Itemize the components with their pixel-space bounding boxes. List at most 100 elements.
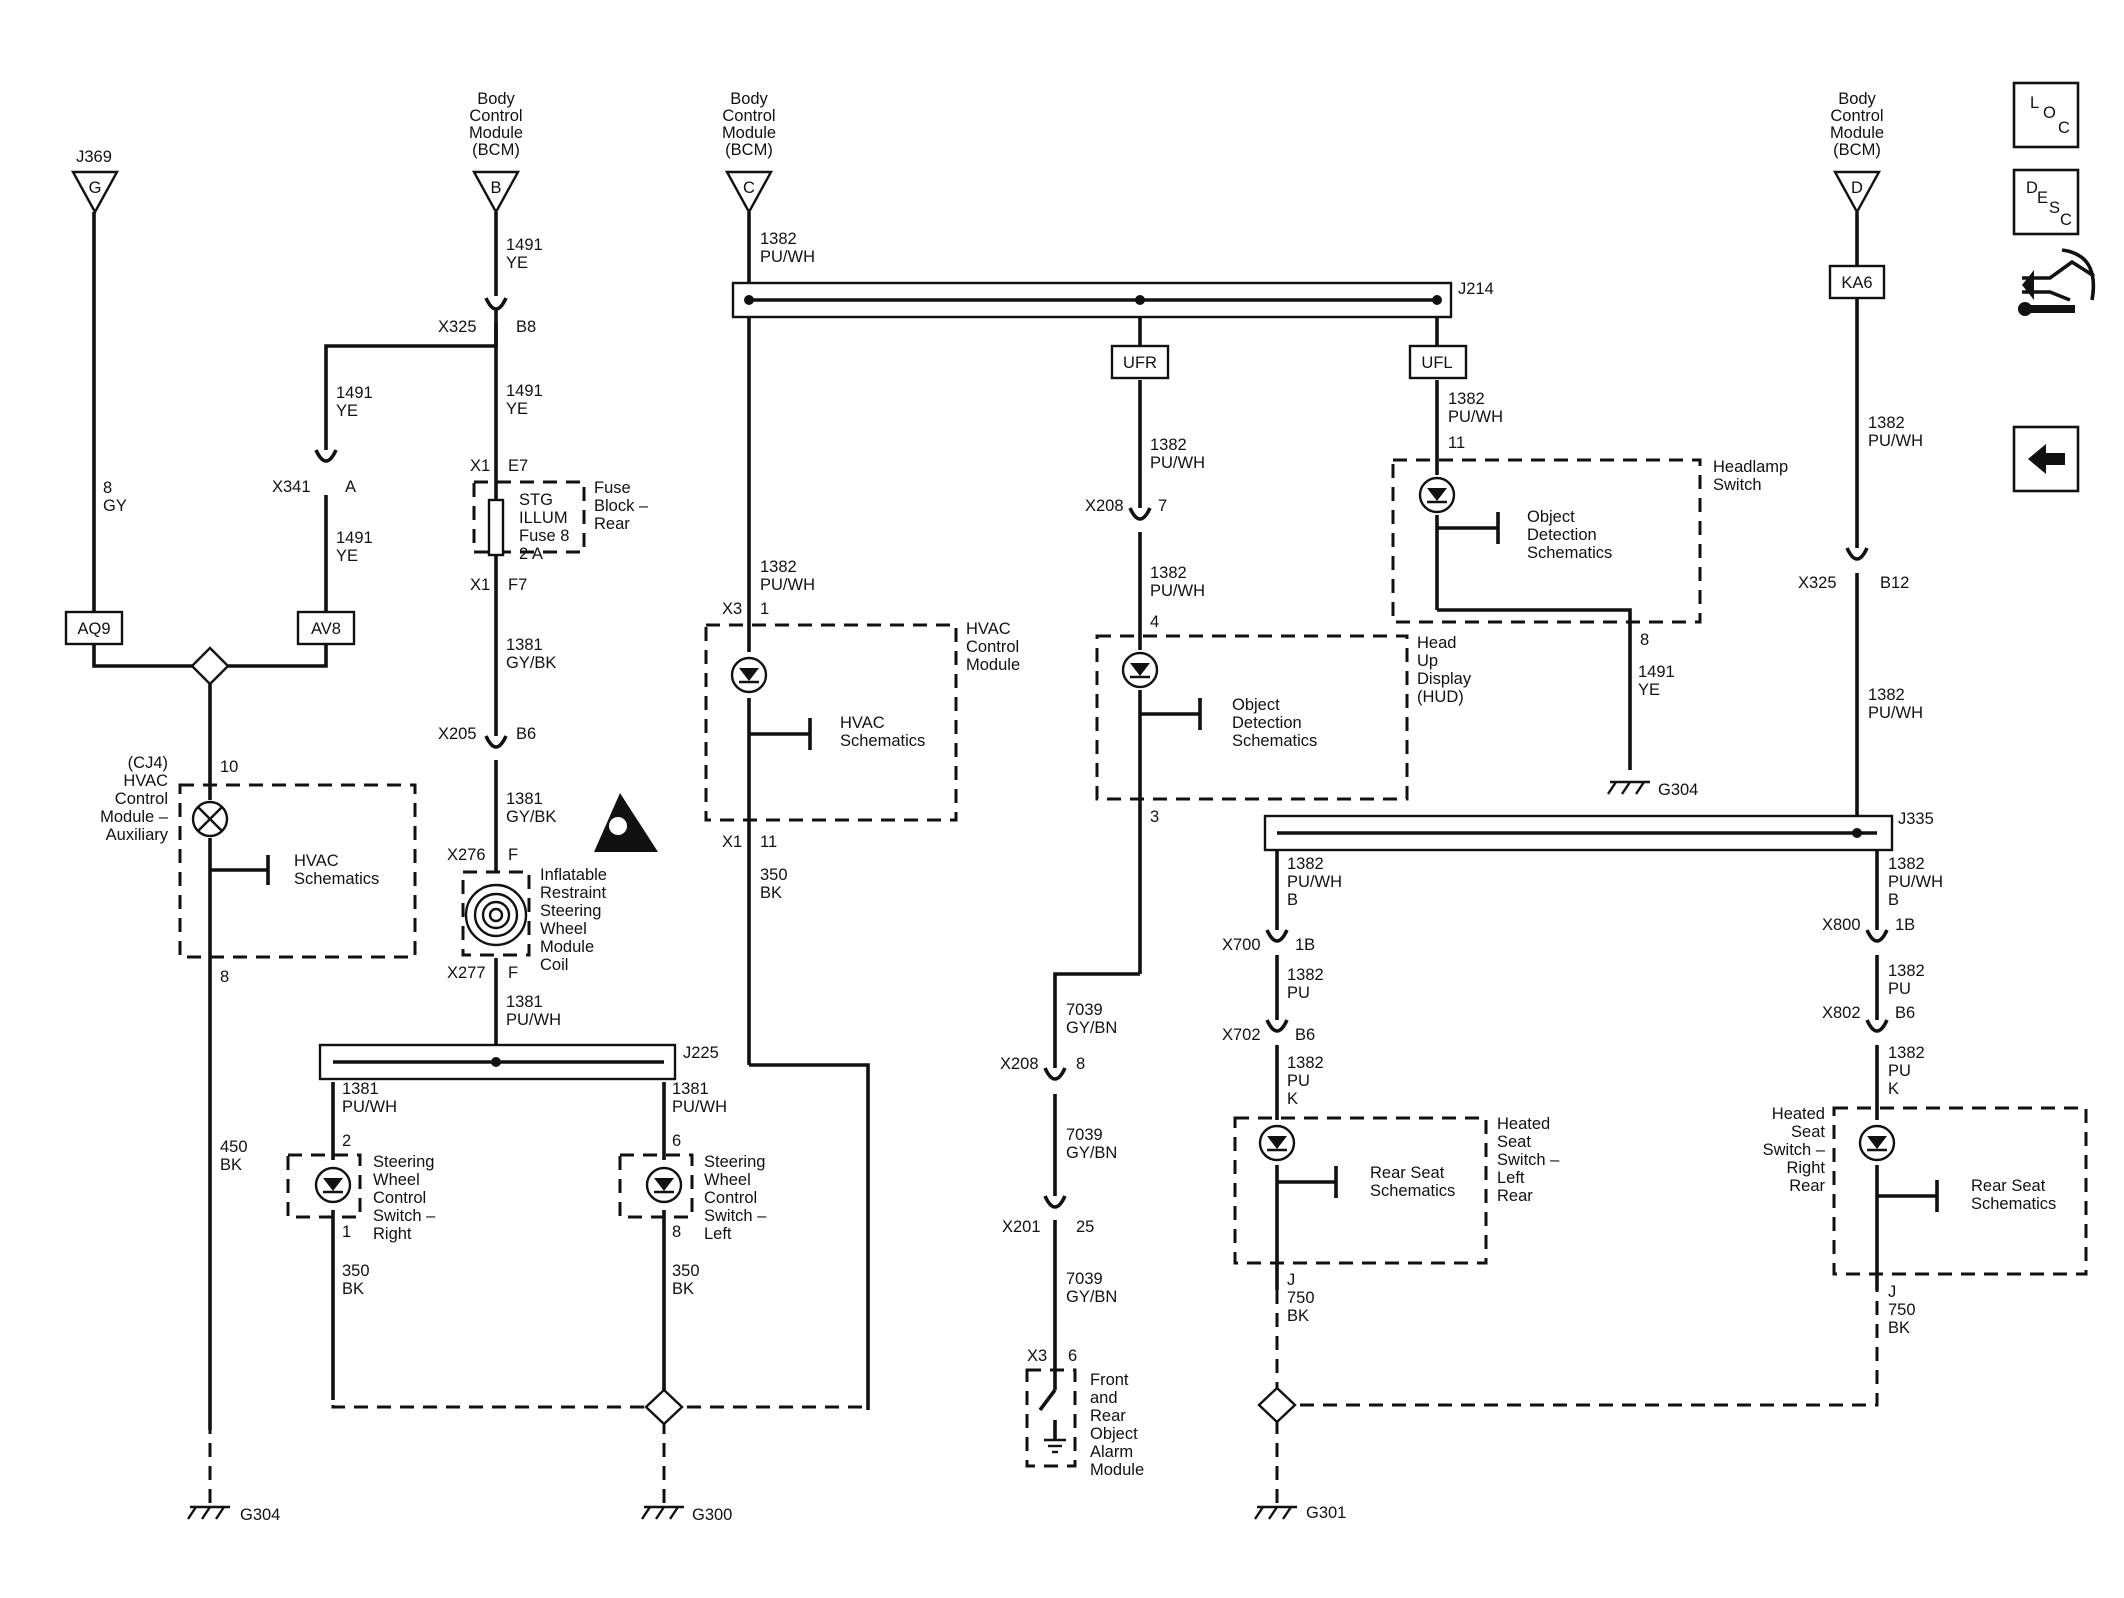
components-heat_right-line-2: Switch – [1763, 1141, 1826, 1159]
wire_labels-c750_l-line-0: J [1287, 1271, 1295, 1289]
pins-x1_11-1: 11 [760, 833, 777, 851]
pins-x3_1-1: 1 [760, 600, 769, 618]
components-obj_2-line-0: Object [1527, 508, 1575, 526]
components-rear_sch_1-line-0: Rear Seat [1370, 1164, 1445, 1182]
back-arrow-icon [2028, 444, 2065, 474]
wire_labels-c350_l-line-1: BK [672, 1280, 694, 1298]
led-hvac [730, 656, 768, 694]
wire_labels-gy8-line-0: 8 [103, 479, 112, 497]
components-hud-line-0: Head [1417, 634, 1456, 652]
wire_labels-c1381_pu-line-1: PU/WH [506, 1011, 561, 1029]
components-coil-line-2: Steering [540, 902, 601, 920]
components-sw_left-line-3: Switch – [704, 1207, 767, 1225]
wire_labels-ye1491_top-line-1: YE [506, 254, 528, 272]
components-coil-line-1: Restraint [540, 884, 606, 902]
pins-x276_f-0: X276 [447, 846, 486, 864]
wire_labels-c350_hvac-line-1: BK [760, 884, 782, 902]
connector-icon[interactable] [2018, 248, 2096, 316]
wire_labels-c1381_1-line-0: 1381 [506, 636, 543, 654]
pins-x325_b12-1: B12 [1880, 574, 1909, 592]
wire_labels-c1381_r-line-1: PU/WH [342, 1098, 397, 1116]
wire_labels-c1382_d1-line-0: 1382 [1868, 414, 1905, 432]
grounds-g300: G300 [692, 1506, 732, 1524]
components-obj_2-line-2: Schematics [1527, 544, 1612, 562]
components-alarm-line-1: and [1090, 1389, 1118, 1407]
connectors-bcm_d-line-1: Control [1830, 107, 1883, 125]
led-sw-right [314, 1166, 352, 1204]
connectors-bcm_c_pin: C [743, 179, 755, 197]
wire_labels-c7039_3-line-0: 7039 [1066, 1270, 1103, 1288]
connectors-bcm_d-line-3: (BCM) [1833, 141, 1881, 159]
components-rear_sch_2-line-1: Schematics [1971, 1195, 2056, 1213]
pins-x201_25-1: 25 [1076, 1218, 1094, 1236]
wire_labels-c1382_hvac-line-1: PU/WH [760, 576, 815, 594]
pins-x3_6-0: X3 [1027, 1347, 1047, 1365]
pins-x1_e7-1: E7 [508, 457, 528, 475]
grounds-g301: G301 [1306, 1504, 1346, 1522]
wire_labels-c1382_lpu-line-0: 1382 [1287, 966, 1324, 984]
ground-symbols [187, 780, 1650, 1520]
pins-swr_2: 2 [342, 1132, 351, 1150]
components-hvac_module-line-2: Module [966, 656, 1020, 674]
ground-g304-b [1607, 780, 1650, 795]
components-hvac_module-line-1: Control [966, 638, 1019, 656]
pins-x201_25-0: X201 [1002, 1218, 1041, 1236]
wire_labels-c1382_lb-line-0: 1382 [1287, 855, 1324, 873]
components-sw_right-line-2: Control [373, 1189, 426, 1207]
pins-x276_f-1: F [508, 846, 518, 864]
components-sw_left-line-1: Wheel [704, 1171, 751, 1189]
splices-av8: AV8 [311, 620, 341, 638]
ground-g300 [641, 1505, 684, 1520]
components-obj_1-line-0: Object [1232, 696, 1280, 714]
wire_labels-c1382_lpu2-line-0: 1382 [1287, 1054, 1324, 1072]
clockspring-coil [464, 883, 528, 947]
back-button[interactable] [2012, 425, 2080, 493]
pins-x325_b8-1: B8 [516, 318, 536, 336]
components-hvac_sch_2-line-1: Schematics [840, 732, 925, 750]
loc-button[interactable]: L O C [2012, 81, 2080, 149]
components-heat_left-line-2: Switch – [1497, 1151, 1560, 1169]
inline-connectors [314, 297, 1889, 1209]
wire_labels-c7039_1-line-1: GY/BN [1066, 1019, 1117, 1037]
wire_labels-ye1491_left2-line-1: YE [336, 547, 358, 565]
pins-x802_b6-0: X802 [1822, 1004, 1861, 1022]
pins-x702_b6-1: B6 [1295, 1026, 1315, 1044]
wire_labels-c750_l-line-1: 750 [1287, 1289, 1315, 1307]
components-hvac_sch_1-line-0: HVAC [294, 852, 339, 870]
desc-label-e: E [2037, 189, 2048, 207]
connectors-bcm_b-line-3: (BCM) [472, 141, 520, 159]
components-heat_right-line-3: Right [1786, 1159, 1825, 1177]
pins-x208_8-0: X208 [1000, 1055, 1039, 1073]
wire_labels-c1382_top-line-0: 1382 [760, 230, 797, 248]
desc-button[interactable]: D E S C [2012, 168, 2080, 236]
pins-x802_b6-1: B6 [1895, 1004, 1915, 1022]
wire_labels-c1382_lpu2-line-1: PU [1287, 1072, 1310, 1090]
components-sw_right-line-0: Steering [373, 1153, 434, 1171]
splices-ufr: UFR [1123, 354, 1157, 372]
pins-x205_b6-1: B6 [516, 725, 536, 743]
wire_labels-c1382_lb-line-1: PU/WH [1287, 873, 1342, 891]
components-fuse-line-2: Fuse 8 [519, 527, 569, 545]
wire_labels-ye1491_left2-line-0: 1491 [336, 529, 373, 547]
components-headlamp-line-0: Headlamp [1713, 458, 1788, 476]
components-heat_right-line-4: Rear [1789, 1177, 1825, 1195]
connectors-bcm_c-line-0: Body [730, 90, 768, 108]
pins-cj4_10: 10 [220, 758, 238, 776]
components-sw_right-line-4: Right [373, 1225, 412, 1243]
wire_labels-c1382_d2-line-1: PU/WH [1868, 704, 1923, 722]
connectors-bcm_d-line-2: Module [1830, 124, 1884, 142]
pins-x325_b12-0: X325 [1798, 574, 1837, 592]
wire_labels-ye1491_mid-line-0: 1491 [506, 382, 543, 400]
pins-x208_7-0: X208 [1085, 497, 1124, 515]
splices-aq9: AQ9 [77, 620, 110, 638]
wire_labels-c1382_ufr-line-0: 1382 [1150, 436, 1187, 454]
loc-label-o: O [2043, 104, 2056, 122]
pins-hl_8: 8 [1640, 631, 1649, 649]
components-fuse-line-1: ILLUM [519, 509, 568, 527]
wire_labels-c1382_d1-line-1: PU/WH [1868, 432, 1923, 450]
pins-swl_6: 6 [672, 1132, 681, 1150]
components-heat_right-line-1: Seat [1791, 1123, 1825, 1141]
loc-label-l: L [2030, 94, 2039, 112]
wire_labels-ye1491_hud-line-1: YE [1638, 681, 1660, 699]
